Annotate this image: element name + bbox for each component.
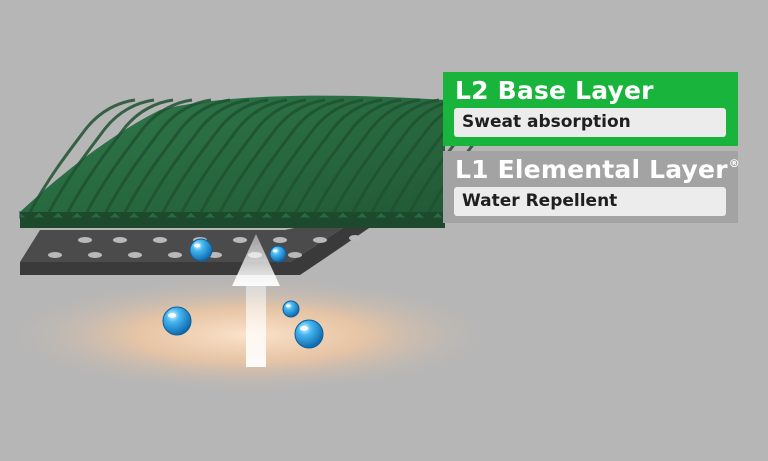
fabric-ridge (28, 98, 136, 213)
fabric-ridge (237, 98, 345, 213)
perforation-hole (88, 252, 102, 258)
l1-elemental-layer-label: L1 Elemental Layer® Water Repellent (443, 151, 740, 223)
perforation-hole (153, 237, 167, 243)
perforation-hole (113, 237, 127, 243)
water-droplet-icon (269, 245, 287, 263)
fabric-ridge (275, 98, 383, 213)
fabric-ridge (332, 98, 440, 213)
perforation-hole (313, 237, 327, 243)
fabric-ridge (294, 98, 402, 213)
registered-mark: ® (728, 157, 740, 170)
fabric-ridge (313, 98, 421, 213)
fabric-ridge (142, 98, 250, 213)
water-droplet-icon (294, 319, 324, 349)
fabric-ridge (47, 98, 155, 213)
fabric-ridge (104, 98, 212, 213)
upward-arrow-icon (232, 234, 280, 367)
perforation-hole (78, 237, 92, 243)
l2-fabric (19, 95, 535, 228)
perforation-hole (288, 252, 302, 258)
l2-title: L2 Base Layer (455, 76, 654, 105)
fabric-ridge (66, 98, 174, 213)
water-droplet-icon (282, 300, 300, 318)
l1-subtitle: Water Repellent (454, 187, 726, 216)
fabric-ridge (85, 98, 193, 213)
perforation-hole (349, 235, 361, 241)
perforation-hole (233, 237, 247, 243)
fabric-ridge (351, 98, 459, 213)
water-droplet-icon (162, 306, 192, 336)
perforation-hole (273, 237, 287, 243)
perforation-hole (168, 252, 182, 258)
fabric-ridge (161, 98, 269, 213)
l1-title: L1 Elemental Layer® (455, 155, 740, 184)
l2-base-layer-label: L2 Base Layer Sweat absorption (443, 72, 738, 146)
water-droplet-icon (189, 238, 213, 262)
perforation-hole (48, 252, 62, 258)
fabric-ridge (199, 98, 307, 213)
fabric-ridge (180, 98, 288, 213)
perforation-hole (128, 252, 142, 258)
water-droplets (162, 238, 324, 349)
l2-subtitle: Sweat absorption (454, 108, 726, 137)
fabric-ridge (256, 98, 364, 213)
fabric-ridge (123, 98, 231, 213)
fabric-ridge (218, 98, 326, 213)
